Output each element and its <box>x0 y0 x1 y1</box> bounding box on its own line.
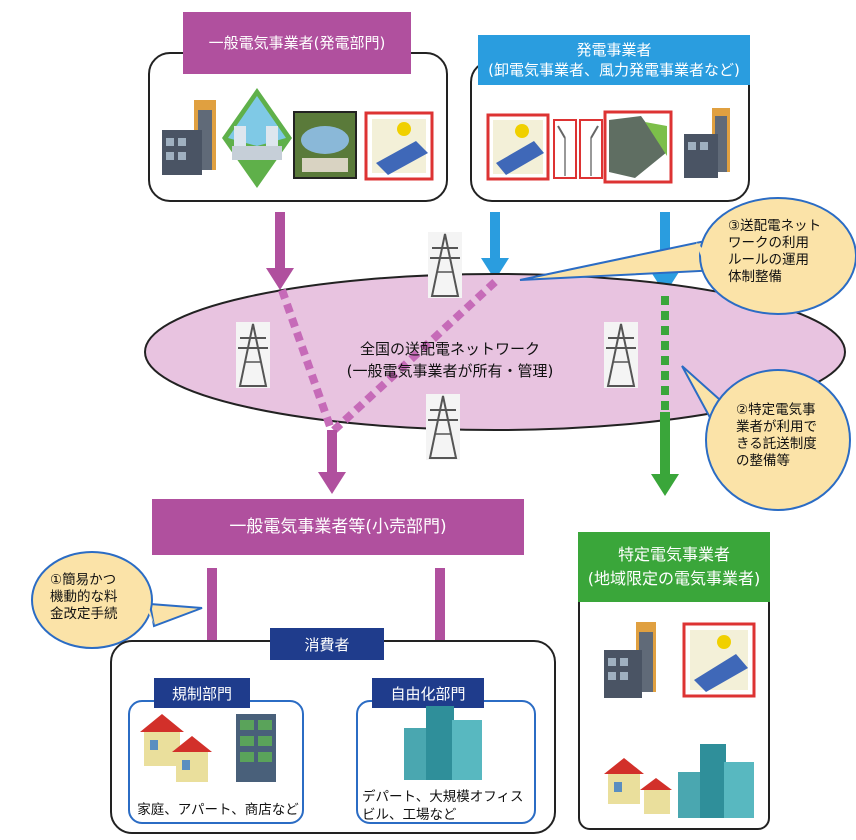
callout-2-bubble <box>681 365 851 511</box>
office-building-icon <box>604 744 754 818</box>
pps-title: 特定電気事業者 <box>617 545 730 564</box>
regulated-caption: 家庭、アパート、商店など <box>137 802 299 818</box>
callout-1-text: ①簡易かつ機動的な料金改定手続 <box>50 572 118 622</box>
retail-label: 一般電気事業者等(小売部門) <box>229 517 447 537</box>
dotted-path-ipp <box>329 279 498 435</box>
network-label-line2: (一般電気事業者が所有・管理) <box>346 362 554 380</box>
callout-1-bubble <box>31 551 203 649</box>
arrowhead-to-retail <box>318 472 346 494</box>
hydro-dam-icon <box>293 111 357 179</box>
power-plant-icon <box>684 108 730 178</box>
network-label-line1: 全国の送配電ネットワーク <box>359 340 540 358</box>
pps-subtitle: (地域限定の電気事業者) <box>587 569 761 588</box>
ipp-subtitle: (卸電気事業者、風力発電事業者など) <box>488 61 740 79</box>
liberalized-tag: 自由化部門 <box>372 678 484 708</box>
utility-generation-title: 一般電気事業者(発電部門) <box>208 34 386 52</box>
utility-generation-header: 一般電気事業者(発電部門) <box>183 12 411 74</box>
transmission-tower-icon <box>428 232 462 298</box>
pps-header: 特定電気事業者 (地域限定の電気事業者) <box>578 532 770 602</box>
office-building-icon <box>404 706 482 780</box>
dotted-path-utility <box>278 288 336 434</box>
callout-2-text: ②特定電気事業者が利用で きる託送制度の整備等 <box>736 402 817 469</box>
arrowhead-to-pps <box>651 474 679 496</box>
ipp-title: 発電事業者 <box>576 41 652 59</box>
hydro-dam-icon <box>603 110 673 184</box>
nuclear-plant-icon <box>222 88 292 188</box>
consumers-tag: 消費者 <box>270 628 384 660</box>
retail-bar: 一般電気事業者等(小売部門) <box>152 499 524 555</box>
power-plant-icon <box>604 622 656 698</box>
power-plant-icon <box>162 100 216 175</box>
arrowhead-utility <box>266 268 294 290</box>
ipp-header: 発電事業者 (卸電気事業者、風力発電事業者など) <box>478 35 750 85</box>
solar-panel-icon <box>364 111 434 181</box>
liberalized-title: 自由化部門 <box>390 684 466 703</box>
regulated-title: 規制部門 <box>171 684 232 703</box>
regulated-tag: 規制部門 <box>154 678 250 708</box>
arrowhead-ipp-1 <box>481 258 509 280</box>
solar-panel-icon <box>486 113 550 181</box>
house-icon <box>140 714 276 782</box>
solar-panel-icon <box>682 622 756 698</box>
liberalized-caption: デパート、大規模オフィス ビル、工場など <box>362 789 524 823</box>
consumers-title: 消費者 <box>304 635 350 654</box>
wind-turbine-icon <box>553 119 603 179</box>
network-label: 全国の送配電ネットワーク (一般電気事業者が所有・管理) <box>300 338 600 382</box>
transmission-tower-icon <box>426 394 460 460</box>
callout-3-text: ③送配電ネットワークの利用 ルールの運用体制整備 <box>728 218 822 285</box>
transmission-tower-icon <box>604 322 638 388</box>
transmission-tower-icon <box>236 322 270 388</box>
callout-3-bubble <box>519 197 856 315</box>
